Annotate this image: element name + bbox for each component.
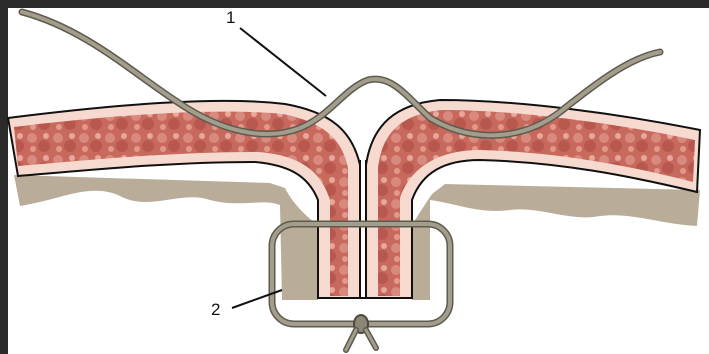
callout-label-1: 1 [226, 8, 235, 28]
leader-line-1 [240, 28, 326, 96]
suture-knot [346, 315, 376, 350]
subcutaneous-layer-right [412, 184, 700, 300]
callout-label-2: 2 [211, 300, 220, 320]
